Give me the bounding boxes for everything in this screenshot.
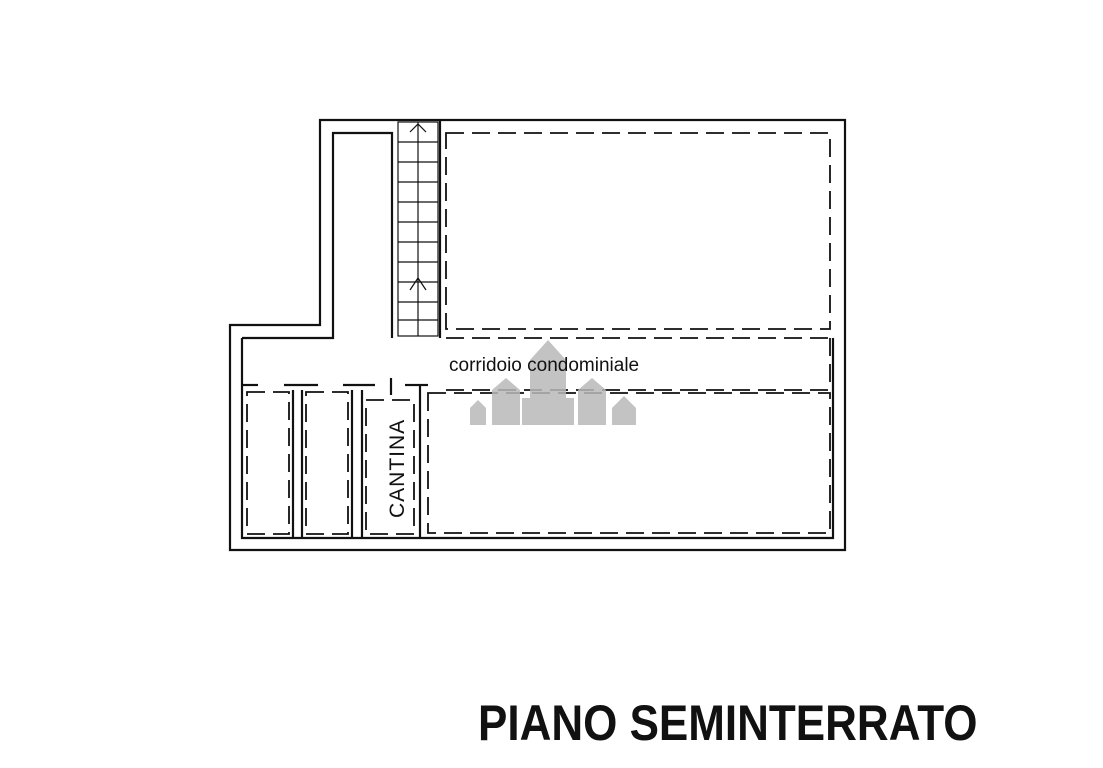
plan-title: PIANO SEMINTERRATO — [478, 695, 978, 751]
outer-walls — [228, 118, 847, 552]
corridor-label: corridoio condominiale — [449, 355, 639, 376]
staircase — [397, 121, 439, 337]
cellar-partitions — [242, 378, 420, 538]
stair-arrow-icon — [409, 123, 427, 133]
cantina-label: CANTINA — [386, 419, 409, 518]
houses-logo-icon — [470, 340, 636, 425]
upper-right-room — [445, 132, 831, 330]
lower-right-room — [418, 383, 831, 538]
